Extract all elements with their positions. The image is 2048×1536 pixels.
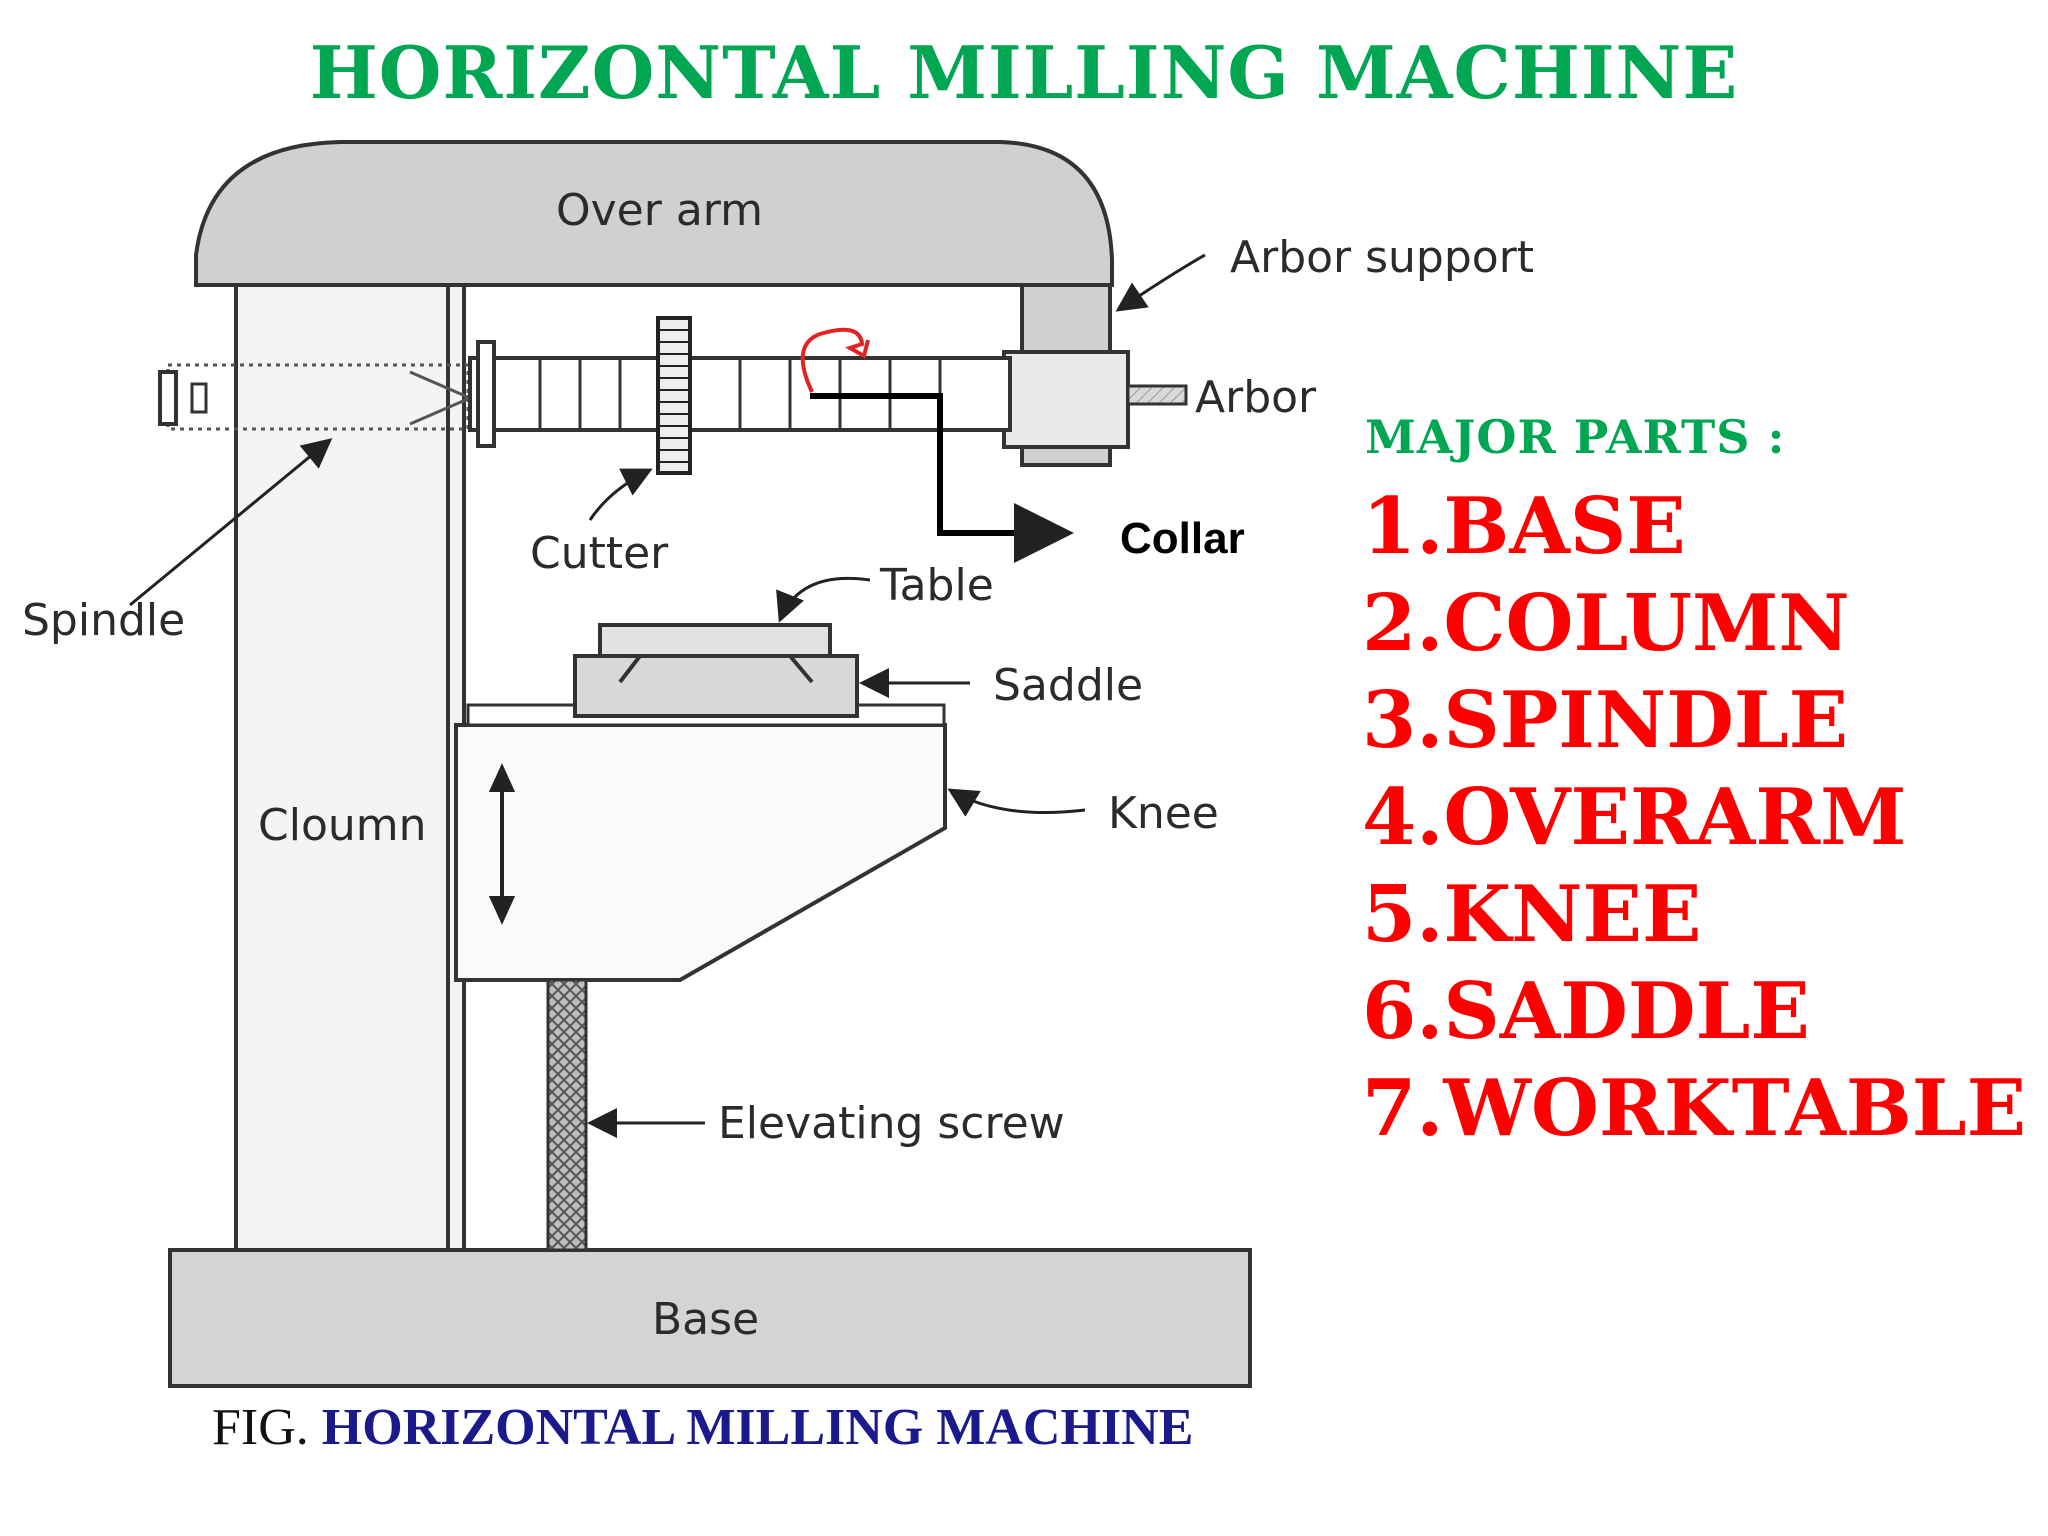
label-arbor: Arbor xyxy=(1195,372,1317,423)
saddle-block xyxy=(573,654,859,718)
part-item: 6.SADDLE xyxy=(1362,966,1810,1057)
label-column: Cloumn xyxy=(258,800,427,851)
caption-prefix: FIG. xyxy=(212,1399,309,1456)
label-over-arm: Over arm xyxy=(556,185,763,236)
table-block xyxy=(598,623,832,658)
figure-caption: FIG. HORIZONTAL MILLING MACHINE xyxy=(212,1398,1193,1457)
label-collar: Collar xyxy=(1120,514,1245,563)
knee-body xyxy=(454,723,947,982)
rotation-arrow-icon xyxy=(800,327,870,393)
part-item: 2.COLUMN xyxy=(1362,578,1850,669)
page-title: HORIZONTAL MILLING MACHINE xyxy=(309,30,1739,115)
label-saddle: Saddle xyxy=(993,660,1143,711)
major-parts-list: 1.BASE 2.COLUMN 3.SPINDLE 4.OVERARM 5.KN… xyxy=(1362,478,2026,1157)
elevating-screw xyxy=(546,978,588,1252)
major-parts-heading: MAJOR PARTS : xyxy=(1365,410,1786,464)
base-block xyxy=(168,1248,1252,1388)
part-item: 7.WORKTABLE xyxy=(1362,1063,2027,1154)
part-item: 3.SPINDLE xyxy=(1362,675,1849,766)
label-knee: Knee xyxy=(1108,788,1219,839)
caption-title: HORIZONTAL MILLING MACHINE xyxy=(321,1399,1194,1456)
collar-leader xyxy=(810,393,1074,563)
up-down-arrow-icon xyxy=(488,763,516,925)
cutter-wheel xyxy=(656,316,692,475)
collar-segments xyxy=(538,358,942,430)
over-arm-shape xyxy=(194,140,1114,287)
label-base: Base xyxy=(652,1294,759,1345)
label-arbor-support: Arbor support xyxy=(1230,232,1534,283)
part-item: 1.BASE xyxy=(1362,481,1686,572)
part-item: 4.OVERARM xyxy=(1362,772,1907,863)
label-spindle: Spindle xyxy=(22,595,185,646)
label-elevating-screw: Elevating screw xyxy=(718,1098,1065,1149)
part-item: 5.KNEE xyxy=(1362,869,1702,960)
label-cutter: Cutter xyxy=(530,528,669,579)
label-table: Table xyxy=(879,560,994,611)
